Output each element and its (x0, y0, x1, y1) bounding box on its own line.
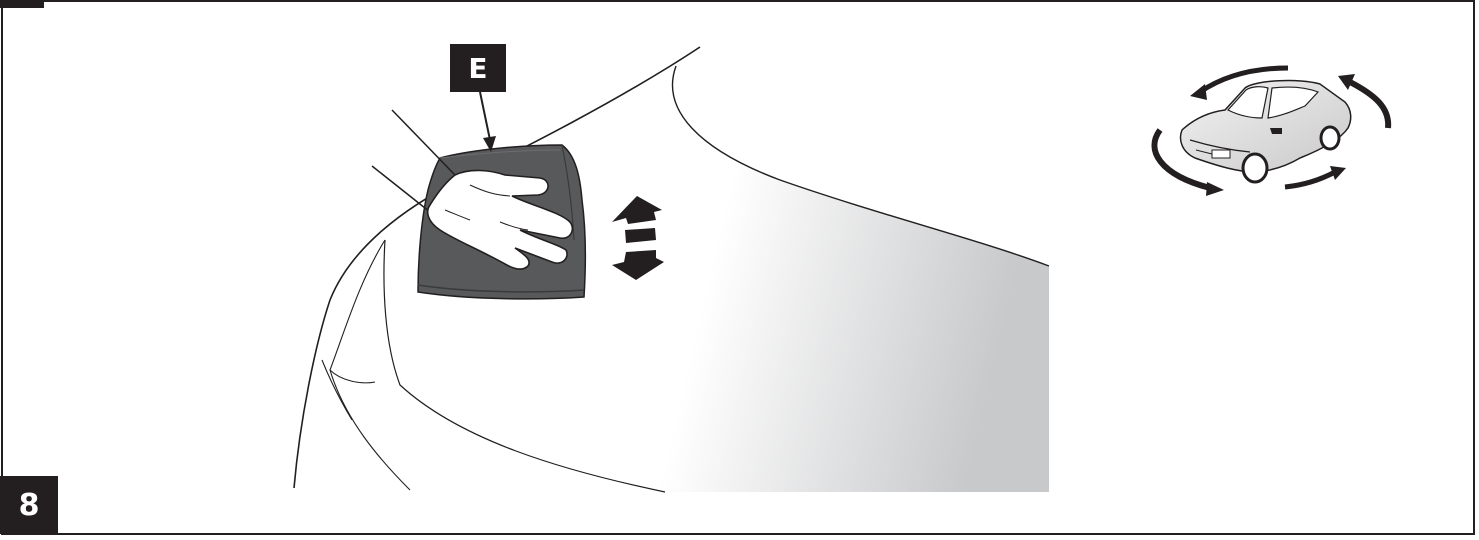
up-down-motion-arrows-icon (612, 196, 664, 280)
top-corner-tab (0, 0, 44, 8)
gloved-hand (371, 109, 574, 270)
car-hood (293, 46, 1050, 493)
car-rotate-icon (1151, 65, 1392, 196)
callout-arrow (479, 91, 496, 152)
step-number-badge: 8 (0, 476, 58, 534)
callout-label-e: E (450, 44, 506, 92)
